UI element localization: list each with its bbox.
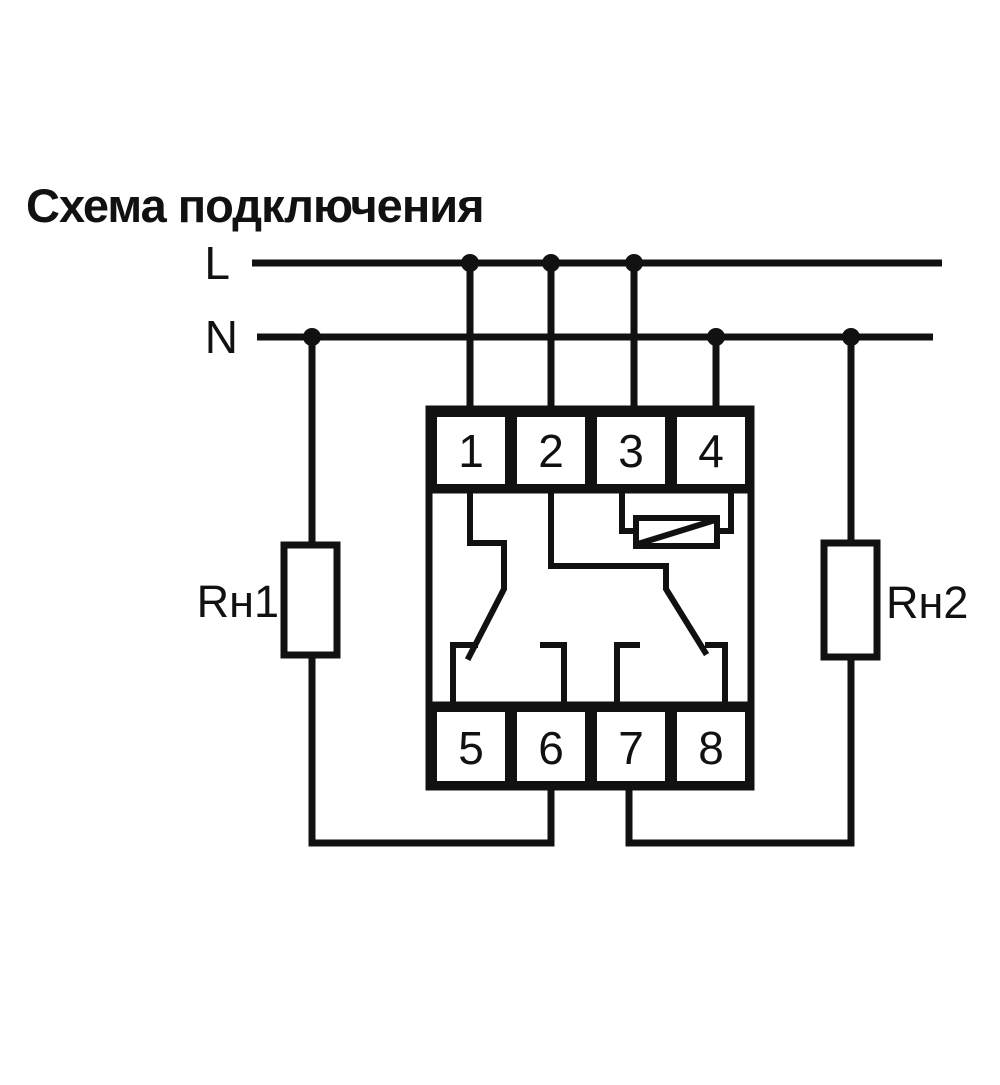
load-rn2-label: Rн2 [886,577,968,628]
bottom-terminal-row: 5 6 7 8 [431,706,751,787]
load-rn2: Rн2 [625,337,968,847]
wire-terminal-3-to-timer [619,488,639,534]
terminal-7-number: 7 [618,722,644,774]
junction-dot-n4 [707,328,725,346]
neutral-bus-label: N [205,311,238,363]
timer-element-diagonal [637,517,716,547]
power-buses: L N [204,237,942,412]
terminal-1-box [431,411,511,490]
junction-dot-l3 [625,254,643,272]
terminal-3-box [591,411,671,490]
page-title: Схема подключения [26,179,484,232]
terminal-5-number: 5 [458,722,484,774]
terminal-7-box [591,706,671,787]
contact-arm-terminal-2 [548,488,710,657]
terminal-2-number: 2 [538,425,564,477]
terminal-6-number: 6 [538,722,564,774]
terminal-4-box [671,411,751,490]
live-bus-label: L [204,237,230,289]
timer-element [619,488,734,549]
junction-dot-l2 [542,254,560,272]
terminal-6-box [511,706,591,787]
terminal-8-box [671,706,751,787]
load-rn1: Rн1 [197,337,555,847]
terminal-8-number: 8 [698,722,724,774]
load-rn1-label: Rн1 [197,576,279,627]
terminal-3-number: 3 [618,425,644,477]
terminal-5-box [431,706,511,787]
fixed-contact-terminal-8 [705,642,728,707]
fixed-contact-terminal-6 [540,642,567,707]
relay-device: 1 2 3 4 5 6 7 8 [425,405,755,791]
load-rn1-box [280,541,341,659]
top-terminal-row: 1 2 3 4 [431,411,751,490]
terminal-2-box [511,411,591,490]
terminal-4-number: 4 [698,425,724,477]
fixed-contact-terminal-5 [450,642,478,707]
wire-rn1-to-terminal-6 [308,655,555,847]
fixed-contact-terminal-7 [614,642,640,707]
contact-arm-terminal-1 [464,488,507,662]
wire-terminal-4-to-timer [714,488,734,534]
load-rn2-box [820,539,881,661]
junction-dot-l1 [461,254,479,272]
wire-rn2-to-terminal-7 [625,657,855,847]
terminal-1-number: 1 [458,425,484,477]
